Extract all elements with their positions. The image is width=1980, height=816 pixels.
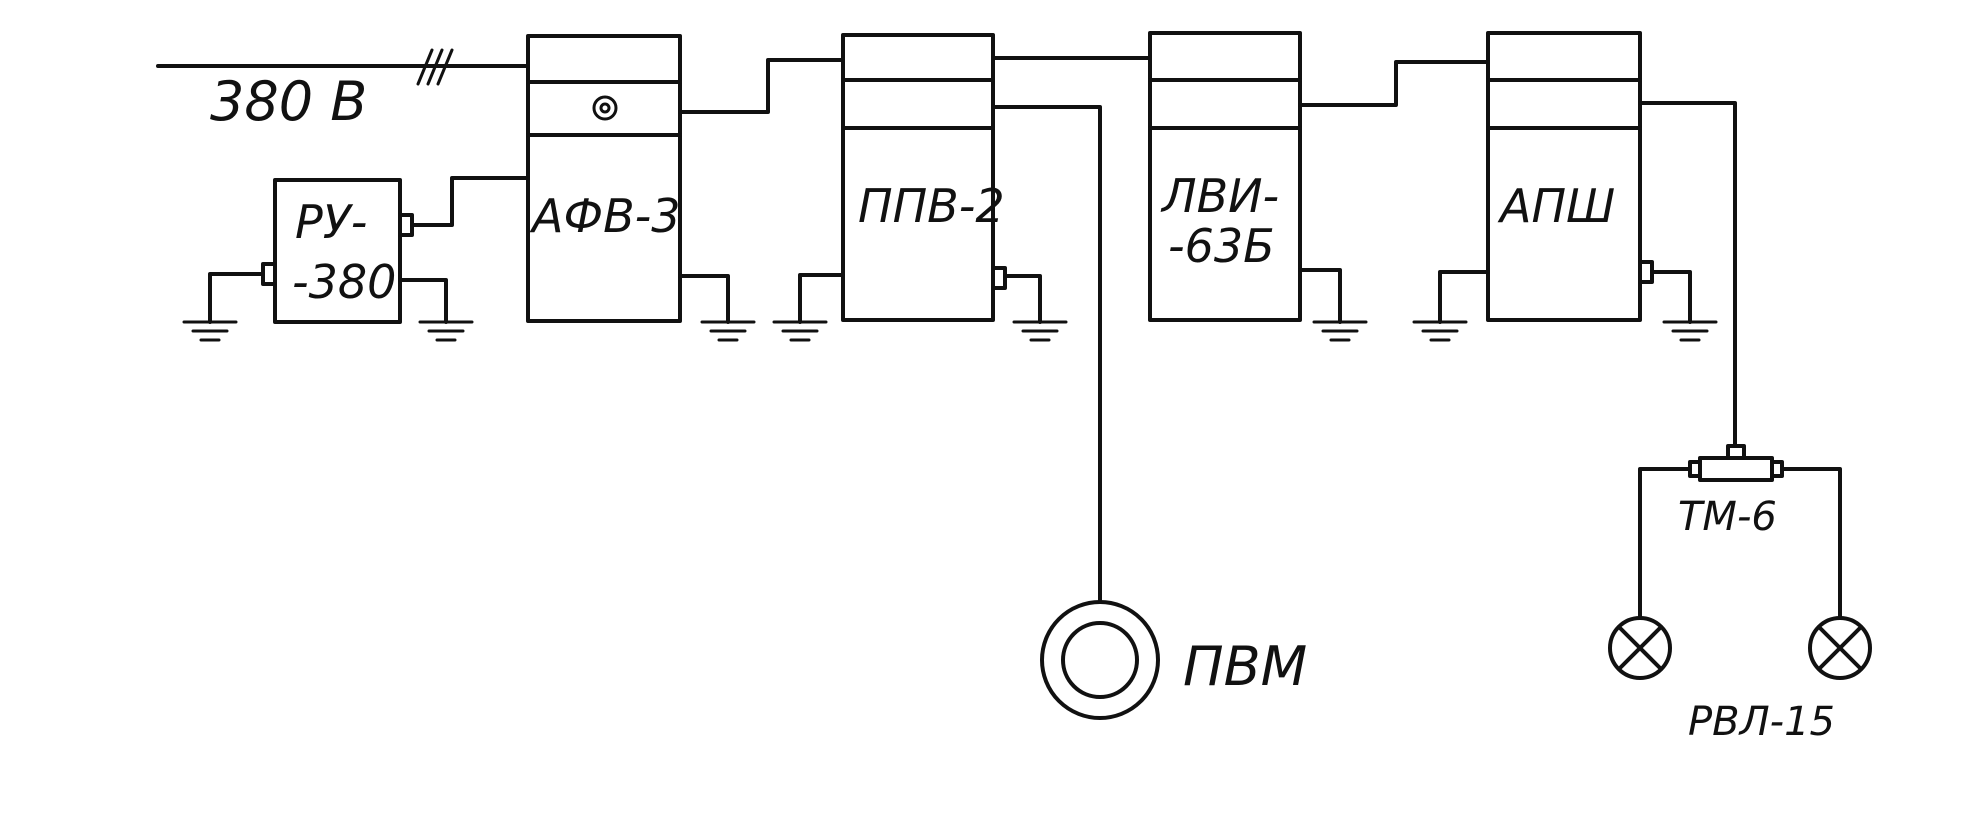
ground-icon	[418, 320, 474, 342]
unit-afv-label: АФВ-3	[529, 189, 681, 243]
unit-ru-label-2: -380	[292, 255, 396, 309]
unit-ppv-label: ППВ-2	[858, 179, 1005, 233]
ground-icon	[1312, 320, 1368, 342]
unit-ru-label: РУ-	[295, 195, 367, 249]
unit-lvi-63b: ЛВИ- -63Б	[1148, 31, 1302, 322]
unit-apsh: АПШ	[1486, 31, 1654, 322]
supply-label: 380 В	[210, 70, 367, 133]
unit-lvi-label-2: -63Б	[1168, 219, 1275, 273]
tm-6-label: ТМ-6	[1678, 494, 1777, 540]
ground-icon	[1012, 320, 1068, 342]
unit-ppv-2: ППВ-2	[841, 33, 1007, 322]
unit-lvi-label: ЛВИ-	[1160, 169, 1279, 223]
unit-ru-380: РУ- -380	[261, 178, 414, 324]
ground-icon	[700, 320, 756, 342]
lamp-icon	[1608, 616, 1672, 680]
ground-icon	[1412, 320, 1468, 342]
pvm-unit	[1040, 600, 1160, 720]
ground-icon	[772, 320, 828, 342]
supply-line	[156, 48, 530, 86]
pvm-label: ПВМ	[1183, 635, 1307, 698]
tm-6-unit	[1688, 444, 1784, 482]
ground-icon	[1662, 320, 1718, 342]
lamp-icon	[1808, 616, 1872, 680]
ground-icon	[182, 320, 238, 342]
unit-afv-3: АФВ-3	[526, 34, 682, 323]
unit-apsh-label: АПШ	[1497, 179, 1615, 233]
rvl-15-label: РВЛ-15	[1688, 699, 1835, 745]
